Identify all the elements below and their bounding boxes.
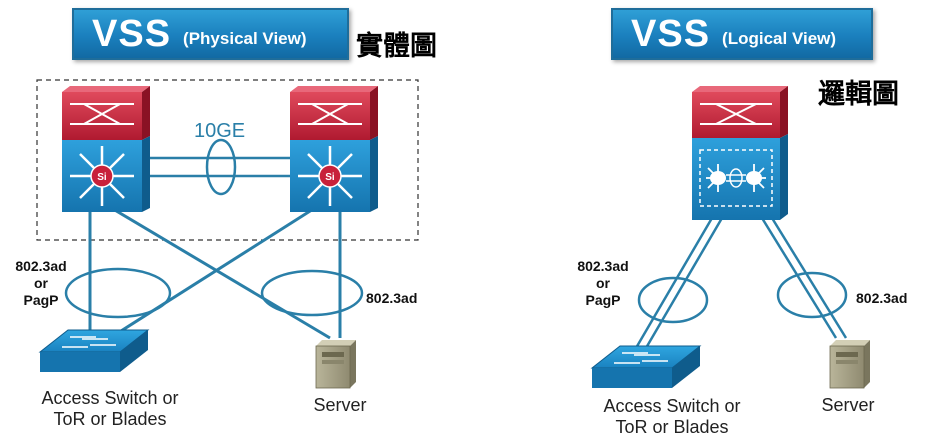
physical-right-link-label: 802.3ad bbox=[366, 290, 418, 306]
logical-right-bundle-ellipse bbox=[776, 271, 848, 319]
logical-uplinks bbox=[634, 217, 848, 349]
physical-title-main: VSS bbox=[92, 12, 172, 55]
logical-title-main: VSS bbox=[631, 12, 711, 55]
logical-right-link-label: 802.3ad bbox=[856, 290, 908, 306]
logical-vss-switch-icon bbox=[692, 86, 788, 220]
logical-left-link-label-line2: or bbox=[596, 275, 610, 291]
physical-access-switch-label: Access Switch or ToR or Blades bbox=[10, 388, 210, 430]
logical-left-bundle-ellipse bbox=[637, 276, 709, 324]
physical-left-link-label-line2: or bbox=[34, 275, 48, 291]
logical-zh-label: 邏輯圖 bbox=[818, 79, 899, 110]
physical-server-icon bbox=[315, 340, 356, 389]
logical-left-link-label: 802.3ad or PagP bbox=[562, 258, 644, 309]
logical-view-title-banner: VSS (Logical View) bbox=[611, 8, 873, 60]
physical-server-label: Server bbox=[313, 395, 367, 415]
logical-server-label: Server bbox=[821, 395, 875, 415]
logical-server-icon bbox=[829, 340, 870, 389]
physical-left-link-label: 802.3ad or PagP bbox=[0, 258, 82, 309]
physical-access-switch-icon bbox=[38, 329, 150, 372]
logical-access-switch-label: Access Switch or ToR or Blades bbox=[572, 396, 772, 438]
logical-access-label-line1: Access Switch or bbox=[603, 396, 741, 416]
vsl-links bbox=[148, 138, 292, 196]
physical-zh-label: 實體圖 bbox=[356, 31, 437, 62]
core-switch-2-icon: Si bbox=[290, 86, 378, 212]
logical-title-sub: (Logical View) bbox=[722, 29, 837, 48]
left-bundle-ellipse bbox=[64, 267, 172, 319]
right-bundle-ellipse bbox=[260, 269, 364, 317]
logical-access-switch-icon bbox=[590, 345, 702, 388]
vsl-link-label: 10GE bbox=[194, 120, 246, 142]
vss-domain-boundary bbox=[36, 79, 419, 241]
svg-text:Si: Si bbox=[325, 172, 335, 183]
physical-title-sub: (Physical View) bbox=[183, 29, 307, 48]
logical-left-link-label-line1: 802.3ad bbox=[577, 258, 629, 274]
physical-left-link-label-line1: 802.3ad bbox=[15, 258, 67, 274]
physical-access-label-line2: ToR or Blades bbox=[53, 409, 167, 429]
svg-text:Si: Si bbox=[97, 172, 107, 183]
physical-left-link-label-line3: PagP bbox=[23, 292, 59, 308]
logical-access-label-line2: ToR or Blades bbox=[615, 417, 729, 437]
physical-view-title-banner: VSS (Physical View) bbox=[72, 8, 349, 60]
logical-left-link-label-line3: PagP bbox=[585, 292, 621, 308]
core-switch-1-icon: Si bbox=[62, 86, 150, 212]
physical-access-label-line1: Access Switch or bbox=[41, 388, 179, 408]
